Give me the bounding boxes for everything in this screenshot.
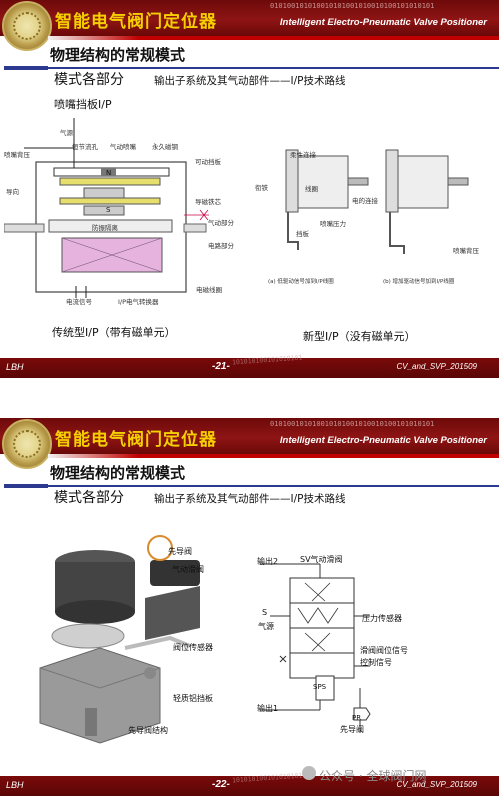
- label-sv: SV气动滑阀: [300, 555, 343, 564]
- label-yoke: 导磁铁芯: [195, 198, 221, 206]
- label-out1: 输出1: [257, 704, 279, 713]
- header-divider: [48, 36, 499, 40]
- header-binary: 010100101010010101001010010100101010101: [270, 420, 435, 428]
- accent-bar: [4, 484, 48, 488]
- label-coil: 电磁线圈: [196, 286, 222, 294]
- header-divider: [48, 454, 499, 458]
- footer-doc: CV_and_SVP_201509: [396, 362, 477, 371]
- label-nozzle-back: 喷嘴背压: [4, 151, 30, 159]
- slide-22: 010100101010010101001010010100101010101 …: [0, 418, 499, 796]
- label-n: N: [106, 169, 112, 177]
- label-air-source: 气源: [60, 129, 73, 137]
- caption-right: 新型I/P（没有磁单元）: [303, 330, 416, 343]
- label-pr: PR: [352, 714, 362, 722]
- label-nozzle-back-new: 喷嘴背压: [453, 247, 479, 255]
- label-pos-sensor: 阀位传感器: [173, 643, 213, 652]
- page-number: -21-: [212, 361, 230, 372]
- label-s: S: [106, 206, 111, 214]
- label-current: 电流信号: [66, 298, 92, 306]
- header-binary: 010100101010010101001010010100101010101: [270, 2, 435, 10]
- slide-heading: 物理结构的常规模式: [50, 464, 186, 482]
- label-magnet: 永久磁钢: [152, 143, 178, 151]
- label-flapper: 可动挡板: [195, 158, 221, 166]
- traditional-ip-diagram: [4, 118, 209, 298]
- label-orifice: 恒节流孔: [72, 143, 98, 151]
- header-subtitle: Intelligent Electro-Pneumatic Valve Posi…: [279, 435, 487, 446]
- label-alu-plate: 轻质铝挡板: [173, 694, 213, 703]
- accent-line: [48, 485, 499, 487]
- header-subtitle: Intelligent Electro-Pneumatic Valve Posi…: [279, 17, 487, 28]
- label-nozzle: 气动喷嘴: [110, 143, 136, 151]
- accent-line: [48, 67, 499, 69]
- company-logo: [2, 1, 52, 51]
- label-pilot: 先导阀: [168, 547, 192, 556]
- label-elec-part: 电路部分: [208, 242, 234, 250]
- caption-b: (b) 增加驱动信号加到I/P线圈: [383, 279, 455, 285]
- slide-footer: 101010100101010101 LBH -22- CV_and_SVP_2…: [0, 772, 499, 796]
- label-sps: SPS: [313, 683, 327, 691]
- label-nozzle-pressure: 喷嘴压力: [320, 220, 346, 228]
- label-spool-signal: 滑阀阀位信号: [360, 646, 408, 655]
- label-guide: 导向: [6, 188, 19, 196]
- slide-21: 010100101010010101001010010100101010101 …: [0, 0, 499, 378]
- header-title: 智能电气阀门定位器: [55, 430, 217, 450]
- label-pilot-struct: 先导阀结构: [128, 726, 168, 735]
- caption-left: 传统型I/P（带有磁单元）: [52, 326, 176, 339]
- slide-subtitle-detail: 输出子系统及其气动部件——I/P技术路线: [154, 75, 346, 87]
- caption-a: (a) 低驱动信号加到I/P线圈: [268, 279, 334, 285]
- label-air: 气源: [258, 622, 274, 631]
- label-out2: 输出2: [257, 557, 279, 566]
- slide-footer: 101010100101010101 LBH -21- CV_and_SVP_2…: [0, 354, 499, 378]
- wechat-icon: [302, 766, 316, 780]
- footer-doc: CV_and_SVP_201509: [396, 780, 477, 789]
- label-damp: 防振隔离: [92, 224, 118, 232]
- label-armature: 衔铁: [255, 184, 268, 192]
- pilot-valve-photo: [39, 535, 200, 744]
- slide-subtitle: 模式各部分: [54, 490, 124, 506]
- footer-author: LBH: [6, 362, 24, 372]
- slide-header: 010100101010010101001010010100101010101 …: [0, 418, 499, 454]
- label-coil-new: 线圈: [305, 185, 318, 193]
- watermark: 公众号 · 全球阀门网: [319, 769, 427, 783]
- slide-heading: 物理结构的常规模式: [50, 46, 186, 64]
- footer-binary: 101010100101010101: [231, 771, 303, 785]
- accent-bar: [4, 66, 48, 70]
- label-pneu-part: 气动部分: [208, 219, 234, 227]
- company-logo: [2, 419, 52, 469]
- label-elec-conn: 电的连接: [352, 197, 378, 205]
- label-converter: I/P电气转换器: [118, 298, 159, 306]
- header-title: 智能电气阀门定位器: [55, 12, 217, 32]
- label-spool: 气动滑阀: [172, 565, 204, 574]
- section-label: 喷嘴挡板I/P: [54, 98, 112, 111]
- footer-binary: 101010100101010101: [231, 353, 303, 367]
- label-control-signal: 控制信号: [360, 658, 392, 667]
- label-s: S: [262, 608, 268, 617]
- label-pilot-valve: 先导阀: [340, 725, 364, 734]
- spool-schematic: [260, 563, 371, 733]
- label-flapper-new: 挡板: [296, 230, 309, 238]
- label-pressure-sensor: 压力传感器: [362, 614, 402, 623]
- footer-author: LBH: [6, 780, 24, 790]
- page-number: -22-: [212, 779, 230, 790]
- slide-subtitle: 模式各部分: [54, 72, 124, 88]
- new-ip-diagram: [285, 149, 469, 254]
- label-spring: 柔性连接: [290, 151, 316, 159]
- slide-subtitle-detail: 输出子系统及其气动部件——I/P技术路线: [154, 493, 346, 505]
- slide-header: 010100101010010101001010010100101010101 …: [0, 0, 499, 36]
